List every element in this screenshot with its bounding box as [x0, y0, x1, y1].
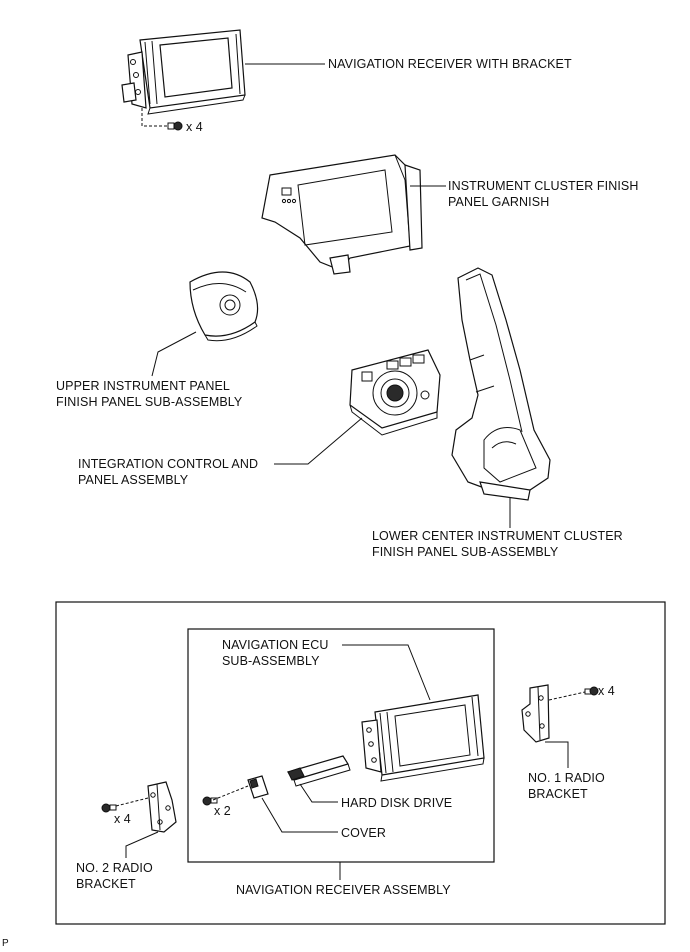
no1-radio-bracket	[521, 684, 550, 743]
no2-radio-bracket	[147, 781, 177, 833]
label-no2-radio-bracket-line2: BRACKET	[76, 877, 136, 891]
screw-quantity: x 4	[598, 684, 615, 698]
screw-quantity: x 2	[214, 804, 231, 818]
label-no1-radio-bracket-line2: BRACKET	[528, 787, 588, 801]
screw-icon	[101, 803, 117, 813]
label-integration-control-line2: PANEL ASSEMBLY	[78, 473, 189, 487]
exploded-view-frame	[55, 601, 666, 925]
instrument-cluster-finish-panel-garnish	[261, 154, 423, 275]
hard-disk-drive	[286, 755, 351, 787]
screw-icon	[202, 796, 218, 806]
label-cover: COVER	[341, 826, 386, 840]
navigation-receiver-with-bracket	[121, 29, 246, 115]
navigation-receiver-assembly-frame	[187, 628, 495, 863]
label-instrument-cluster-garnish-line1: INSTRUMENT CLUSTER FINISH	[448, 179, 639, 193]
label-no1-radio-bracket-line1: NO. 1 RADIO	[528, 771, 605, 785]
screw-icon	[167, 121, 183, 131]
label-no2-radio-bracket-line1: NO. 2 RADIO	[76, 861, 153, 875]
label-navigation-receiver-with-bracket: NAVIGATION RECEIVER WITH BRACKET	[328, 57, 572, 71]
label-upper-instrument-panel-line1: UPPER INSTRUMENT PANEL	[56, 379, 230, 393]
label-lower-center-cluster-line1: LOWER CENTER INSTRUMENT CLUSTER	[372, 529, 623, 543]
label-hard-disk-drive: HARD DISK DRIVE	[341, 796, 453, 810]
screw-quantity: x 4	[114, 812, 131, 826]
label-navigation-receiver-assembly: NAVIGATION RECEIVER ASSEMBLY	[236, 883, 451, 897]
label-upper-instrument-panel-line2: FINISH PANEL SUB-ASSEMBLY	[56, 395, 243, 409]
screw-icon	[584, 686, 599, 696]
cover	[247, 775, 269, 799]
label-instrument-cluster-garnish-line2: PANEL GARNISH	[448, 195, 550, 209]
label-lower-center-cluster-line2: FINISH PANEL SUB-ASSEMBLY	[372, 545, 559, 559]
label-navigation-ecu-line1: NAVIGATION ECU	[222, 638, 329, 652]
navigation-ecu-sub-assembly	[361, 694, 485, 782]
label-integration-control-line1: INTEGRATION CONTROL AND	[78, 457, 259, 471]
reference-code: P	[2, 938, 9, 949]
lower-center-instrument-cluster-finish-panel	[451, 267, 551, 501]
screw-quantity: x 4	[186, 120, 203, 134]
upper-instrument-panel-finish-panel	[189, 271, 259, 342]
integration-control-and-panel-assembly	[349, 349, 441, 436]
label-navigation-ecu-line2: SUB-ASSEMBLY	[222, 654, 320, 668]
